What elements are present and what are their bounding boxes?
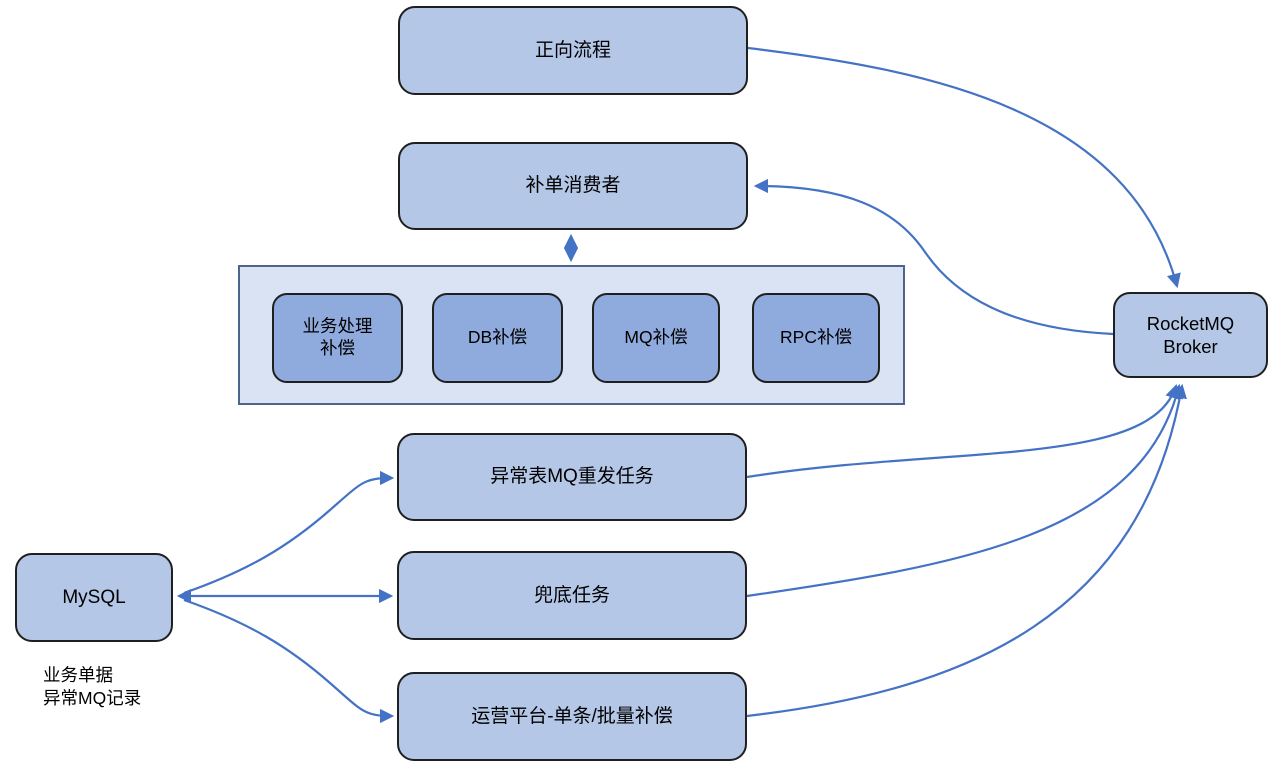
node-fallback-task: 兜底任务	[397, 551, 747, 640]
node-ops-platform: 运营平台-单条/批量补偿	[397, 672, 747, 761]
node-rocketmq-broker: RocketMQ Broker	[1113, 292, 1268, 378]
node-mq-compensation: MQ补偿	[592, 293, 720, 383]
connector-ops-to-broker	[746, 383, 1187, 718]
compensation-group-container: 业务处理 补偿 DB补偿 MQ补偿 RPC补偿	[238, 265, 905, 405]
node-business-compensation: 业务处理 补偿	[272, 293, 403, 383]
node-replenish-consumer: 补单消费者	[398, 142, 748, 230]
mysql-caption: 业务单据 异常MQ记录	[43, 665, 142, 709]
node-rpc-compensation: RPC补偿	[752, 293, 880, 383]
node-db-compensation: DB补偿	[432, 293, 563, 383]
node-forward-flow: 正向流程	[398, 6, 748, 95]
connector-fallback-to-broker	[746, 383, 1183, 598]
node-exception-resend-task: 异常表MQ重发任务	[397, 433, 747, 521]
node-mysql: MySQL	[15, 553, 173, 642]
connector-mysql-exception-task	[183, 470, 395, 595]
connector-forward-to-broker	[747, 46, 1181, 289]
